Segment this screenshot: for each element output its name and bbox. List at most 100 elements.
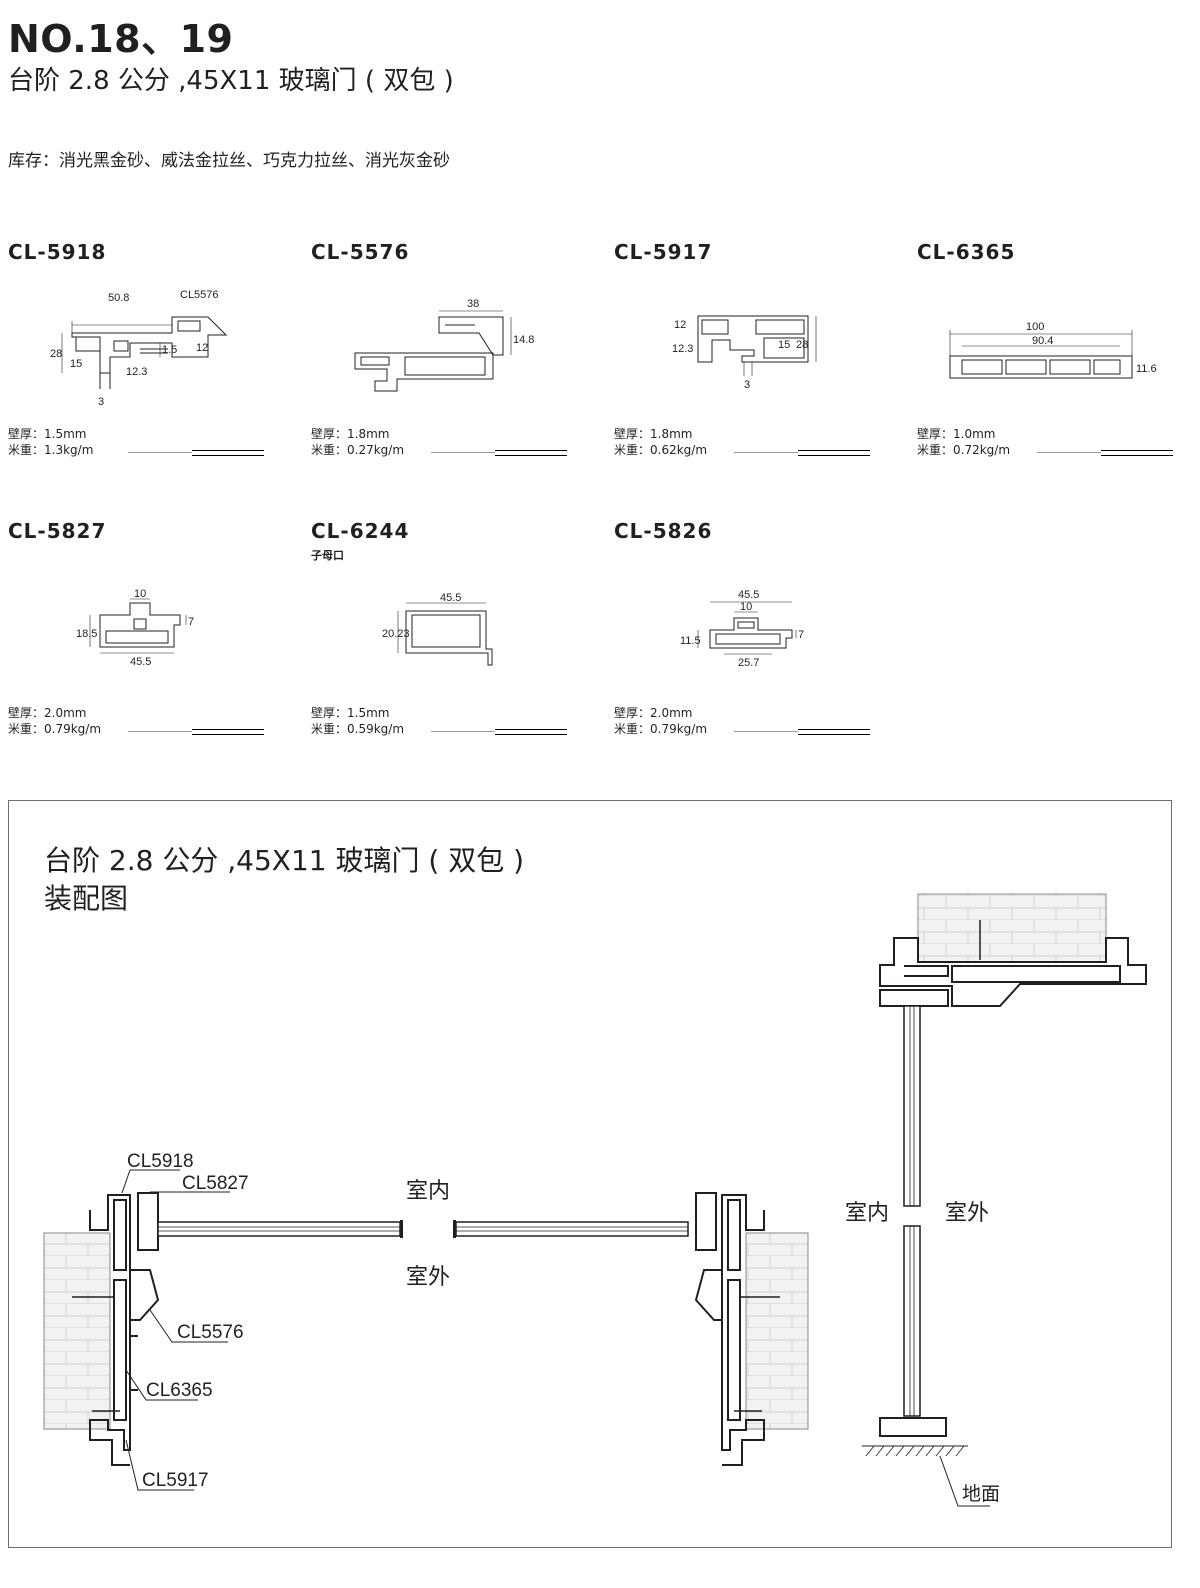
- spec-line: [128, 452, 192, 453]
- wall-thickness: 壁厚：1.8mm: [614, 427, 693, 441]
- dim-label: 1.5: [162, 344, 177, 356]
- dim-label: 10: [134, 588, 146, 600]
- right-wall: [745, 1232, 809, 1430]
- dim-label: 25.7: [738, 657, 759, 669]
- wall-thickness: 壁厚：1.8mm: [311, 427, 390, 441]
- spec-line: [1037, 452, 1101, 453]
- dim-label: 12.3: [126, 366, 147, 378]
- profile-drawing-cl-6244: 45.5 20.23: [382, 592, 493, 666]
- dim-label: 45.5: [440, 592, 461, 604]
- profile-spec: 壁厚：1.5mm 米重：0.59kg/m: [311, 705, 404, 737]
- label-indoor-side: 室内: [845, 1200, 889, 1225]
- dim-label: 18.5: [76, 628, 97, 640]
- label-cl5917: CL5917: [142, 1470, 209, 1491]
- spec-bar: [798, 729, 870, 735]
- profile-spec: 壁厚：1.8mm 米重：0.62kg/m: [614, 426, 707, 458]
- dim-label: 38: [467, 298, 479, 310]
- dim-label: 50.8: [108, 292, 129, 304]
- profile-code: CL-5576: [311, 240, 410, 264]
- profile-spec: 壁厚：1.0mm 米重：0.72kg/m: [917, 426, 1010, 458]
- stock-colors: 库存：消光黑金砂、威法金拉丝、巧克力拉丝、消光灰金砂: [8, 151, 450, 171]
- spec-line: [734, 731, 798, 732]
- right-jamb-section: [694, 1192, 809, 1466]
- profile-code: CL-5917: [614, 240, 713, 264]
- left-glass-panel: [157, 1220, 403, 1238]
- label-floor: 地面: [962, 1483, 1000, 1505]
- spec-bar: [1101, 450, 1173, 456]
- spec-bar: [798, 450, 870, 456]
- spec-bar: [192, 450, 264, 456]
- assembly-subheading: 装配图: [44, 882, 129, 915]
- spec-bar: [495, 450, 567, 456]
- wall-thickness: 壁厚：1.5mm: [311, 706, 390, 720]
- spec-line: [734, 452, 798, 453]
- label-outdoor: 室外: [406, 1264, 450, 1289]
- spec-line: [128, 731, 192, 732]
- profile-drawing-cl-5826: 45.5 10 11.5 7 25.7: [680, 589, 804, 669]
- lintel-wall: [917, 893, 1107, 963]
- profile-drawing-cl-6365: 100 90.4 11.6: [949, 321, 1157, 379]
- dim-label: 28: [50, 348, 62, 360]
- profile-spec: 壁厚：2.0mm 米重：0.79kg/m: [8, 705, 101, 737]
- dim-label: 15: [70, 358, 82, 370]
- dim-label: 45.5: [738, 589, 759, 601]
- meter-weight: 米重：0.62kg/m: [614, 443, 708, 457]
- dim-label: 11.6: [1136, 363, 1157, 375]
- dim-label: 90.4: [1032, 335, 1053, 347]
- assembly-heading: 台阶 2.8 公分 ,45X11 玻璃门 ( 双包 ): [44, 844, 525, 877]
- dim-label: 7: [798, 629, 804, 641]
- assembly-title: 台阶 2.8 公分 ,45X11 玻璃门 ( 双包 ) 装配图: [44, 842, 524, 918]
- spec-line: [431, 731, 495, 732]
- meter-weight: 米重：0.27kg/m: [311, 443, 405, 457]
- wall-thickness: 壁厚：2.0mm: [614, 706, 693, 720]
- spec-bar: [495, 729, 567, 735]
- dim-label: CL5576: [180, 289, 219, 301]
- left-jamb-section: [43, 1192, 160, 1466]
- dim-label: 11.5: [680, 635, 701, 647]
- profile-code: CL-5826: [614, 519, 713, 543]
- label-outdoor-side: 室外: [945, 1200, 989, 1225]
- left-wall: [43, 1232, 111, 1430]
- wall-thickness: 壁厚：1.5mm: [8, 427, 87, 441]
- dim-label: 12.3: [672, 343, 693, 355]
- page-subtitle: 台阶 2.8 公分 ,45X11 玻璃门 ( 双包 ): [8, 66, 454, 96]
- dim-label: 100: [1026, 321, 1044, 333]
- profile-drawing-cl-5918: 50.8 CL5576 28 15 1.5 12 12.3 3: [50, 289, 228, 408]
- meter-weight: 米重：0.72kg/m: [917, 443, 1011, 457]
- profile-drawing-cl-5827: 10 18.5 7 45.5: [76, 588, 194, 668]
- vertical-section: [862, 893, 1147, 1457]
- meter-weight: 米重：0.79kg/m: [8, 722, 102, 736]
- right-glass-panel: [453, 1220, 689, 1238]
- dim-label: 12: [674, 319, 686, 331]
- wall-thickness: 壁厚：1.0mm: [917, 427, 996, 441]
- assembly-drawing: CL5918 CL5827 CL5576 CL6365 CL5917 室内 室外…: [43, 893, 1147, 1507]
- page-title: NO.18、19: [8, 17, 234, 61]
- label-cl5827: CL5827: [182, 1173, 249, 1194]
- spec-line: [431, 452, 495, 453]
- dim-label: 7: [188, 616, 194, 628]
- label-cl6365: CL6365: [146, 1380, 213, 1401]
- profile-code: CL-6244: [311, 519, 410, 543]
- dim-label: 10: [740, 601, 752, 613]
- label-indoor: 室内: [406, 1178, 450, 1203]
- meter-weight: 米重：0.79kg/m: [614, 722, 708, 736]
- assembly-frame: [8, 800, 1172, 1548]
- profile-spec: 壁厚：2.0mm 米重：0.79kg/m: [614, 705, 707, 737]
- profile-code: CL-5827: [8, 519, 107, 543]
- profile-spec: 壁厚：1.8mm 米重：0.27kg/m: [311, 426, 404, 458]
- profile-spec: 壁厚：1.5mm 米重：1.3kg/m: [8, 426, 93, 458]
- dim-label: 15: [778, 339, 790, 351]
- dim-label: 28: [796, 339, 808, 351]
- spec-bar: [192, 729, 264, 735]
- profile-code: CL-6365: [917, 240, 1016, 264]
- dim-label: 12: [196, 342, 208, 354]
- dim-label: 20.23: [382, 628, 410, 640]
- dim-label: 3: [98, 396, 104, 408]
- dim-label: 3: [744, 379, 750, 391]
- label-cl5576: CL5576: [177, 1322, 244, 1343]
- profile-note: 子母口: [311, 549, 344, 562]
- dim-label: 14.8: [513, 334, 534, 346]
- profile-drawing-cl-5917: 12 12.3 15 28 3: [672, 315, 817, 391]
- wall-thickness: 壁厚：2.0mm: [8, 706, 87, 720]
- meter-weight: 米重：1.3kg/m: [8, 443, 94, 457]
